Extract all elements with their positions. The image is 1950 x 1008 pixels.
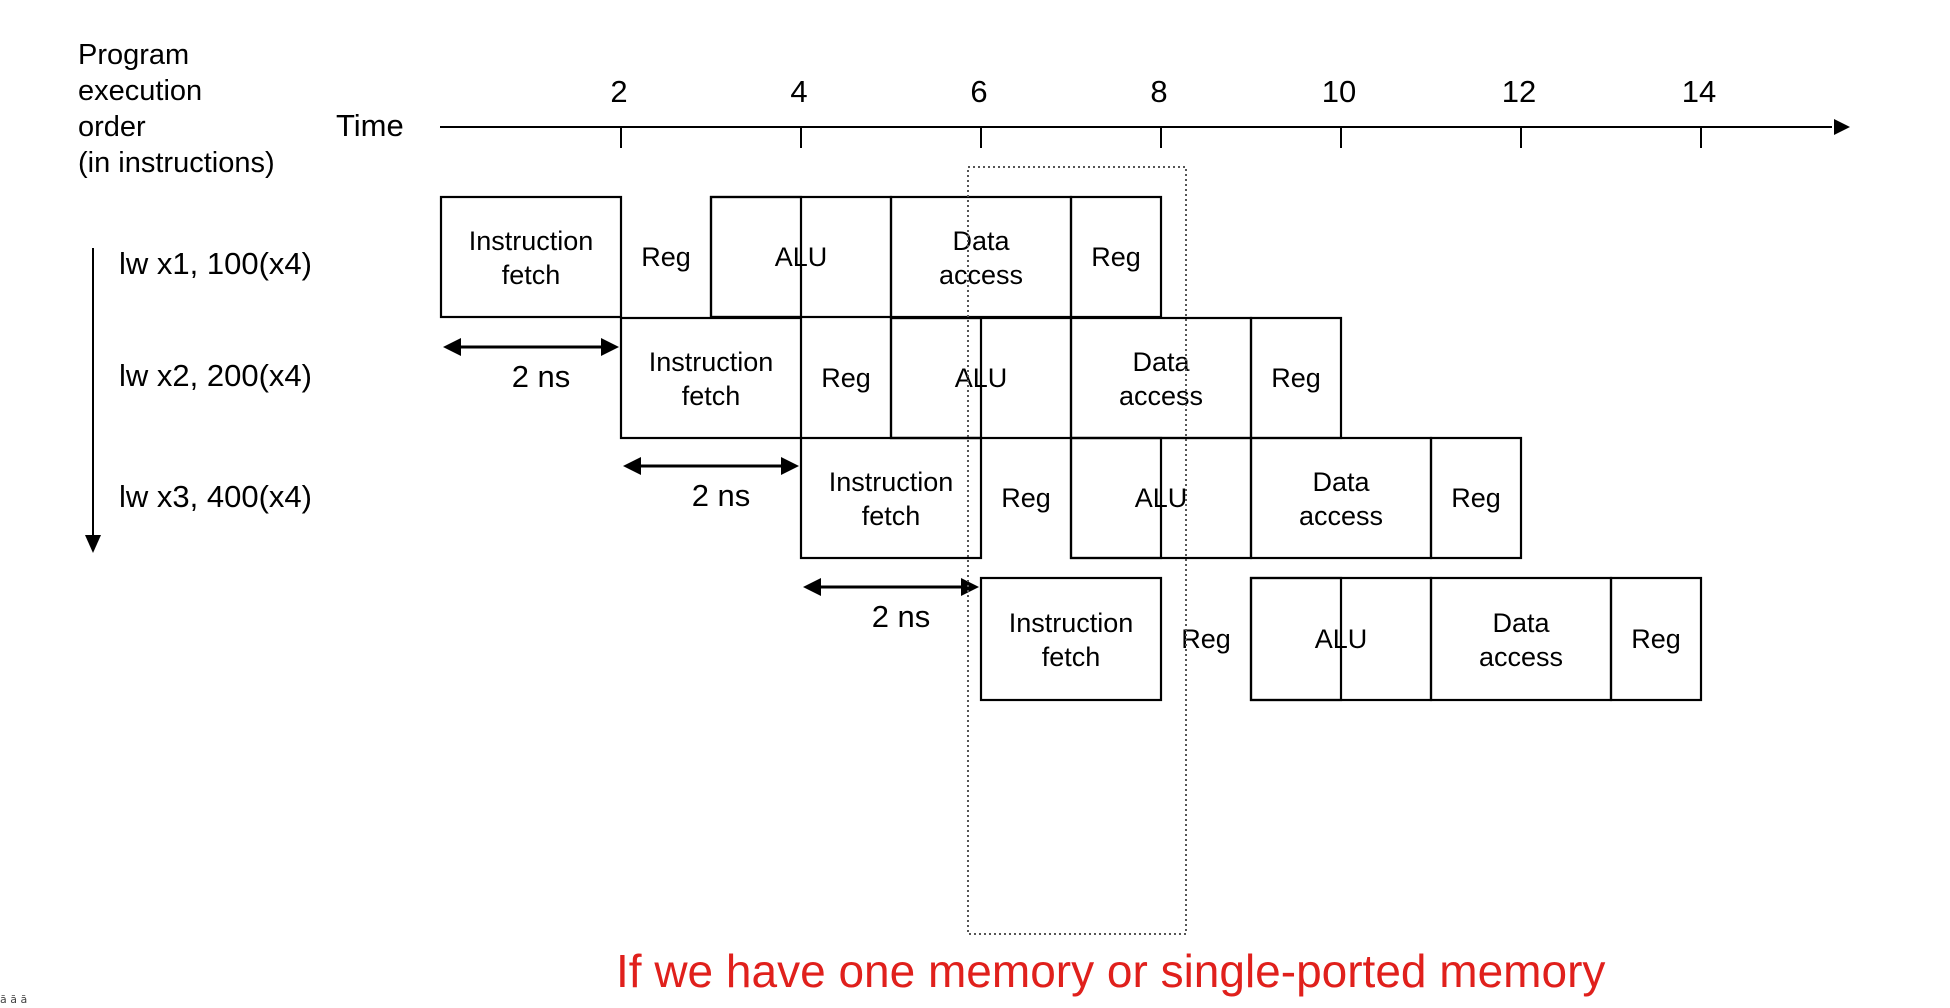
instruction-row: lw x3, 400(x4) Instruction fetch Reg ALU Data…	[119, 436, 1523, 560]
gap-arrowhead-right	[961, 578, 979, 596]
stage-label: ALU	[1315, 624, 1368, 654]
stage-label: Data	[1132, 347, 1190, 377]
time-tick-label: 2	[610, 74, 627, 109]
corner-mark: ā ā ā	[0, 993, 28, 1006]
gap-arrow: 2 ns	[443, 338, 619, 394]
time-tick-label: 10	[1322, 74, 1356, 109]
instruction-row: lw x2, 200(x4) Instruction fetch Reg ALU Data…	[119, 316, 1343, 440]
time-axis: Program execution order (in instructions) Ti…	[78, 39, 1850, 553]
stage-label: access	[1299, 501, 1383, 531]
stage-label: Reg	[641, 242, 691, 272]
stage-label: fetch	[502, 260, 561, 290]
instruction-row: Instruction fetch Reg ALU Data access Reg	[979, 576, 1703, 702]
stage-label: ALU	[955, 363, 1008, 393]
gap-label: 2 ns	[512, 359, 571, 394]
execution-order-label: order	[78, 111, 146, 143]
stage-label: fetch	[682, 381, 741, 411]
stage-label: ALU	[775, 242, 828, 272]
gap-arrowhead-right	[601, 338, 619, 356]
highlight-box	[967, 166, 1187, 935]
stage-label: access	[939, 260, 1023, 290]
time-tick-label: 12	[1502, 74, 1536, 109]
stage-box	[619, 316, 803, 440]
stage-box	[979, 576, 1163, 702]
stage-label: Instruction	[829, 467, 954, 497]
stage-box	[439, 195, 623, 319]
time-axis-arrowhead	[1834, 119, 1850, 135]
execution-order-label: Program	[78, 39, 189, 71]
gap-arrowhead-left	[803, 578, 821, 596]
gap-label: 2 ns	[692, 478, 751, 513]
instruction-row: lw x1, 100(x4) Instruction fetch Reg ALU Data…	[119, 195, 1163, 319]
gap-label: 2 ns	[872, 599, 931, 634]
stage-label: Reg	[1001, 483, 1051, 513]
time-tick-label: 6	[970, 74, 987, 109]
stage-gap-arrows: 2 ns 2 ns 2 ns	[443, 338, 979, 634]
stage-label: Reg	[1091, 242, 1141, 272]
instruction-label: lw x2, 200(x4)	[119, 358, 312, 393]
gap-arrowhead-left	[443, 338, 461, 356]
stage-label: Reg	[1181, 624, 1231, 654]
execution-order-arrowhead	[85, 535, 101, 553]
stage-box	[889, 195, 1073, 319]
stage-label: Data	[1492, 608, 1550, 638]
time-tick-label: 4	[790, 74, 807, 109]
caption: If we have one memory or single-ported m…	[616, 945, 1606, 997]
gap-arrow: 2 ns	[803, 578, 979, 634]
stage-label: Instruction	[1009, 608, 1134, 638]
stage-label: ALU	[1135, 483, 1188, 513]
stage-label: Reg	[1451, 483, 1501, 513]
stage-box	[1609, 576, 1703, 702]
stage-label: Reg	[1271, 363, 1321, 393]
execution-order-label: (in instructions)	[78, 147, 275, 179]
instruction-label: lw x3, 400(x4)	[119, 479, 312, 514]
execution-order-label: execution	[78, 75, 202, 107]
gap-arrow: 2 ns	[623, 457, 799, 513]
time-tick-label: 8	[1150, 74, 1167, 109]
time-label: Time	[336, 108, 404, 143]
stage-label: fetch	[862, 501, 921, 531]
gap-arrowhead-left	[623, 457, 641, 475]
stage-label: Reg	[1631, 624, 1681, 654]
stage-label: Data	[952, 226, 1010, 256]
stage-box	[799, 436, 983, 560]
stage-box	[1429, 436, 1523, 560]
stage-label: Instruction	[649, 347, 774, 377]
stage-label: Data	[1312, 467, 1370, 497]
gap-arrowhead-right	[781, 457, 799, 475]
stage-label: access	[1479, 642, 1563, 672]
memory-conflict-highlight	[967, 166, 1187, 935]
stage-label: access	[1119, 381, 1203, 411]
time-tick-label: 14	[1682, 74, 1716, 109]
stage-box	[1249, 436, 1433, 560]
stage-box	[1069, 316, 1253, 440]
stage-box	[1429, 576, 1613, 702]
stage-label: fetch	[1042, 642, 1101, 672]
stage-label: Instruction	[469, 226, 594, 256]
instruction-label: lw x1, 100(x4)	[119, 246, 312, 281]
stage-label: Reg	[821, 363, 871, 393]
